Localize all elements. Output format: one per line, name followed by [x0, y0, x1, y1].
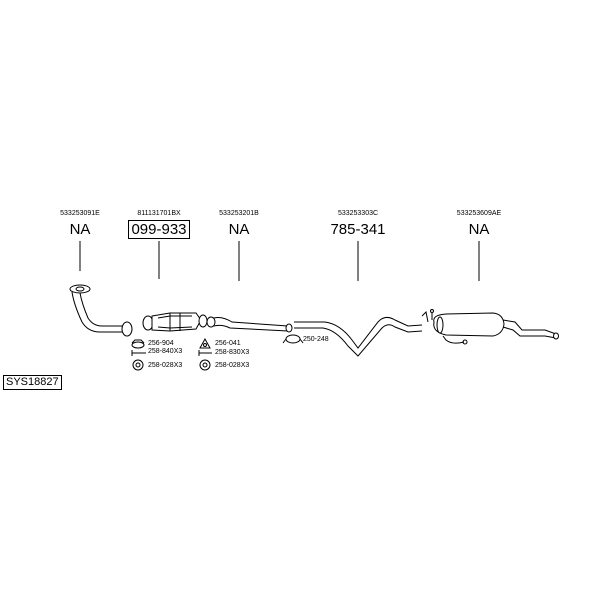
middle-pipe-drawing — [294, 316, 423, 357]
intermediate-pipe-drawing — [206, 316, 293, 333]
part-4-oem: 533253303C — [337, 210, 379, 217]
part-1-number[interactable]: NA — [69, 221, 91, 238]
gasket-icon-2 — [199, 337, 211, 349]
accessory-label-2[interactable]: 258-840X3 — [148, 348, 183, 355]
accessory-label-1[interactable]: 256-904 — [148, 340, 174, 347]
gasket-icon — [131, 339, 145, 349]
part-1-oem: 533253091E — [60, 210, 100, 217]
catalytic-converter-drawing — [142, 312, 208, 332]
rear-muffler-drawing — [421, 309, 559, 345]
accessory-label-4[interactable]: 256-041 — [215, 340, 241, 347]
part-2-oem: 811131701BX — [137, 210, 181, 217]
accessory-label-3[interactable]: 258-028X3 — [148, 362, 183, 369]
bolt-icon — [131, 350, 146, 356]
part-3-number[interactable]: NA — [228, 221, 250, 238]
part-2-number[interactable]: 099-933 — [114, 220, 204, 239]
part-4-number[interactable]: 785-341 — [330, 221, 386, 238]
part-5-number[interactable]: NA — [468, 221, 490, 238]
accessory-label-5[interactable]: 258-830X3 — [215, 349, 250, 356]
nut-icon — [132, 359, 144, 371]
accessory-label-6[interactable]: 258-028X3 — [215, 362, 250, 369]
part-5-oem: 533253609AE — [456, 210, 502, 217]
nut-icon-2 — [199, 359, 211, 371]
front-pipe-drawing — [69, 284, 133, 337]
part-3-oem: 533253201B — [219, 210, 259, 217]
bolt-icon-2 — [198, 350, 212, 356]
part-2-number-text: 099-933 — [128, 220, 190, 239]
clamp-icon — [282, 334, 304, 344]
system-code: SYS18827 — [3, 375, 62, 390]
accessory-label-7[interactable]: 250-248 — [303, 336, 329, 343]
